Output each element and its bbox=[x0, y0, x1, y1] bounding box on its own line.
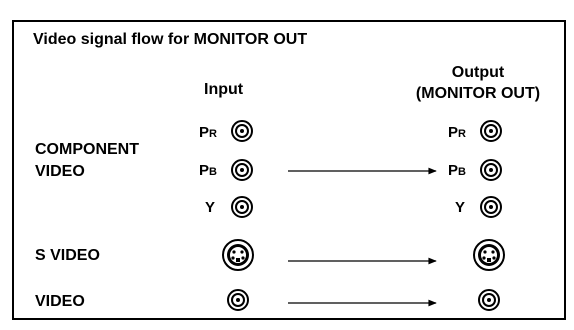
input-pb-label: PB bbox=[199, 163, 217, 178]
output-pb-label: PB bbox=[448, 163, 466, 178]
component-label-line2: VIDEO bbox=[35, 163, 85, 180]
input-pr-main: P bbox=[199, 124, 210, 141]
video-label: VIDEO bbox=[35, 293, 85, 310]
input-y-jack-icon bbox=[231, 196, 253, 218]
output-video-jack-icon bbox=[478, 289, 500, 311]
output-pb-sub: B bbox=[458, 166, 466, 178]
diagram-frame bbox=[12, 20, 566, 320]
output-pr-main: P bbox=[448, 124, 459, 141]
output-header-line2: (MONITOR OUT) bbox=[415, 85, 541, 102]
output-pb-jack-icon bbox=[480, 159, 502, 181]
output-header-line1: Output bbox=[451, 64, 505, 81]
output-pr-sub: R bbox=[458, 128, 466, 140]
input-column-header: Input bbox=[204, 81, 244, 98]
input-pr-jack-icon bbox=[231, 120, 253, 142]
s-video-label: S VIDEO bbox=[35, 247, 100, 264]
diagram-title: Video signal flow for MONITOR OUT bbox=[33, 31, 308, 48]
output-pr-jack-icon bbox=[480, 120, 502, 142]
input-pb-main: P bbox=[199, 162, 210, 179]
input-pb-sub: B bbox=[209, 166, 217, 178]
output-y-label: Y bbox=[455, 199, 466, 216]
output-y-jack-icon bbox=[480, 196, 502, 218]
input-video-jack-icon bbox=[227, 289, 249, 311]
input-pr-label: PR bbox=[199, 125, 217, 140]
output-pr-label: PR bbox=[448, 125, 466, 140]
input-pb-jack-icon bbox=[231, 159, 253, 181]
output-pb-main: P bbox=[448, 162, 459, 179]
output-column-header: Output (MONITOR OUT) bbox=[388, 62, 568, 104]
component-label-line1: COMPONENT bbox=[35, 141, 139, 158]
input-s-video-jack-icon bbox=[222, 239, 254, 271]
output-s-video-jack-icon bbox=[473, 239, 505, 271]
input-pr-sub: R bbox=[209, 128, 217, 140]
input-y-label: Y bbox=[205, 199, 216, 216]
